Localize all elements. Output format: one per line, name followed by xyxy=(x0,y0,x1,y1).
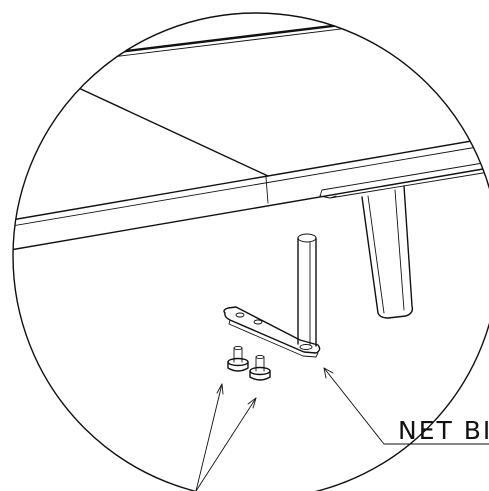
rail-tab xyxy=(329,195,337,199)
leader-bracket-arrow xyxy=(323,367,334,379)
leveling-foot xyxy=(249,354,271,381)
table-front-edge-mid xyxy=(13,144,489,229)
rail-bottom xyxy=(329,171,489,199)
foot1-pad-side xyxy=(227,361,249,372)
plate-hole-1 xyxy=(235,312,245,318)
leader-foot-1-arrow xyxy=(216,383,224,395)
detail-circle xyxy=(12,12,489,491)
rail-top xyxy=(321,161,489,191)
post-top-cap xyxy=(297,233,317,243)
base-plate xyxy=(223,306,321,354)
foot2-stem-top xyxy=(255,354,265,360)
leg-edge xyxy=(394,189,405,311)
leader-bracket xyxy=(323,367,385,445)
foot2-pad-side xyxy=(249,370,271,381)
underside-rail xyxy=(319,161,489,199)
leader-foot-2-arrow xyxy=(247,397,257,409)
table-panel-seam xyxy=(69,83,269,177)
table-top xyxy=(13,13,489,251)
foot1-stem-top xyxy=(233,345,243,351)
table-front-edge-bottom xyxy=(13,167,489,251)
leader-foot-1 xyxy=(195,383,223,491)
leveling-foot xyxy=(227,345,249,372)
table-leg xyxy=(361,185,414,319)
l-bracket xyxy=(223,233,321,358)
post-base xyxy=(299,344,313,350)
leader-lines xyxy=(195,367,385,491)
foot1-pad-top xyxy=(227,357,249,367)
table-front-split xyxy=(265,176,269,204)
rail-end-cap xyxy=(319,189,331,199)
callout-label: NET BI xyxy=(398,416,489,445)
base-plate-thickness xyxy=(228,319,319,358)
table-back-edge-inner xyxy=(111,13,481,58)
leg-outline xyxy=(361,185,414,319)
plate-hole-2 xyxy=(253,319,263,325)
table-front-edge-top xyxy=(13,137,489,223)
foot2-pad-top xyxy=(249,366,271,376)
leg-front-edge xyxy=(367,195,385,314)
clipped-contents xyxy=(13,13,489,491)
leader-foot-2 xyxy=(195,397,257,491)
